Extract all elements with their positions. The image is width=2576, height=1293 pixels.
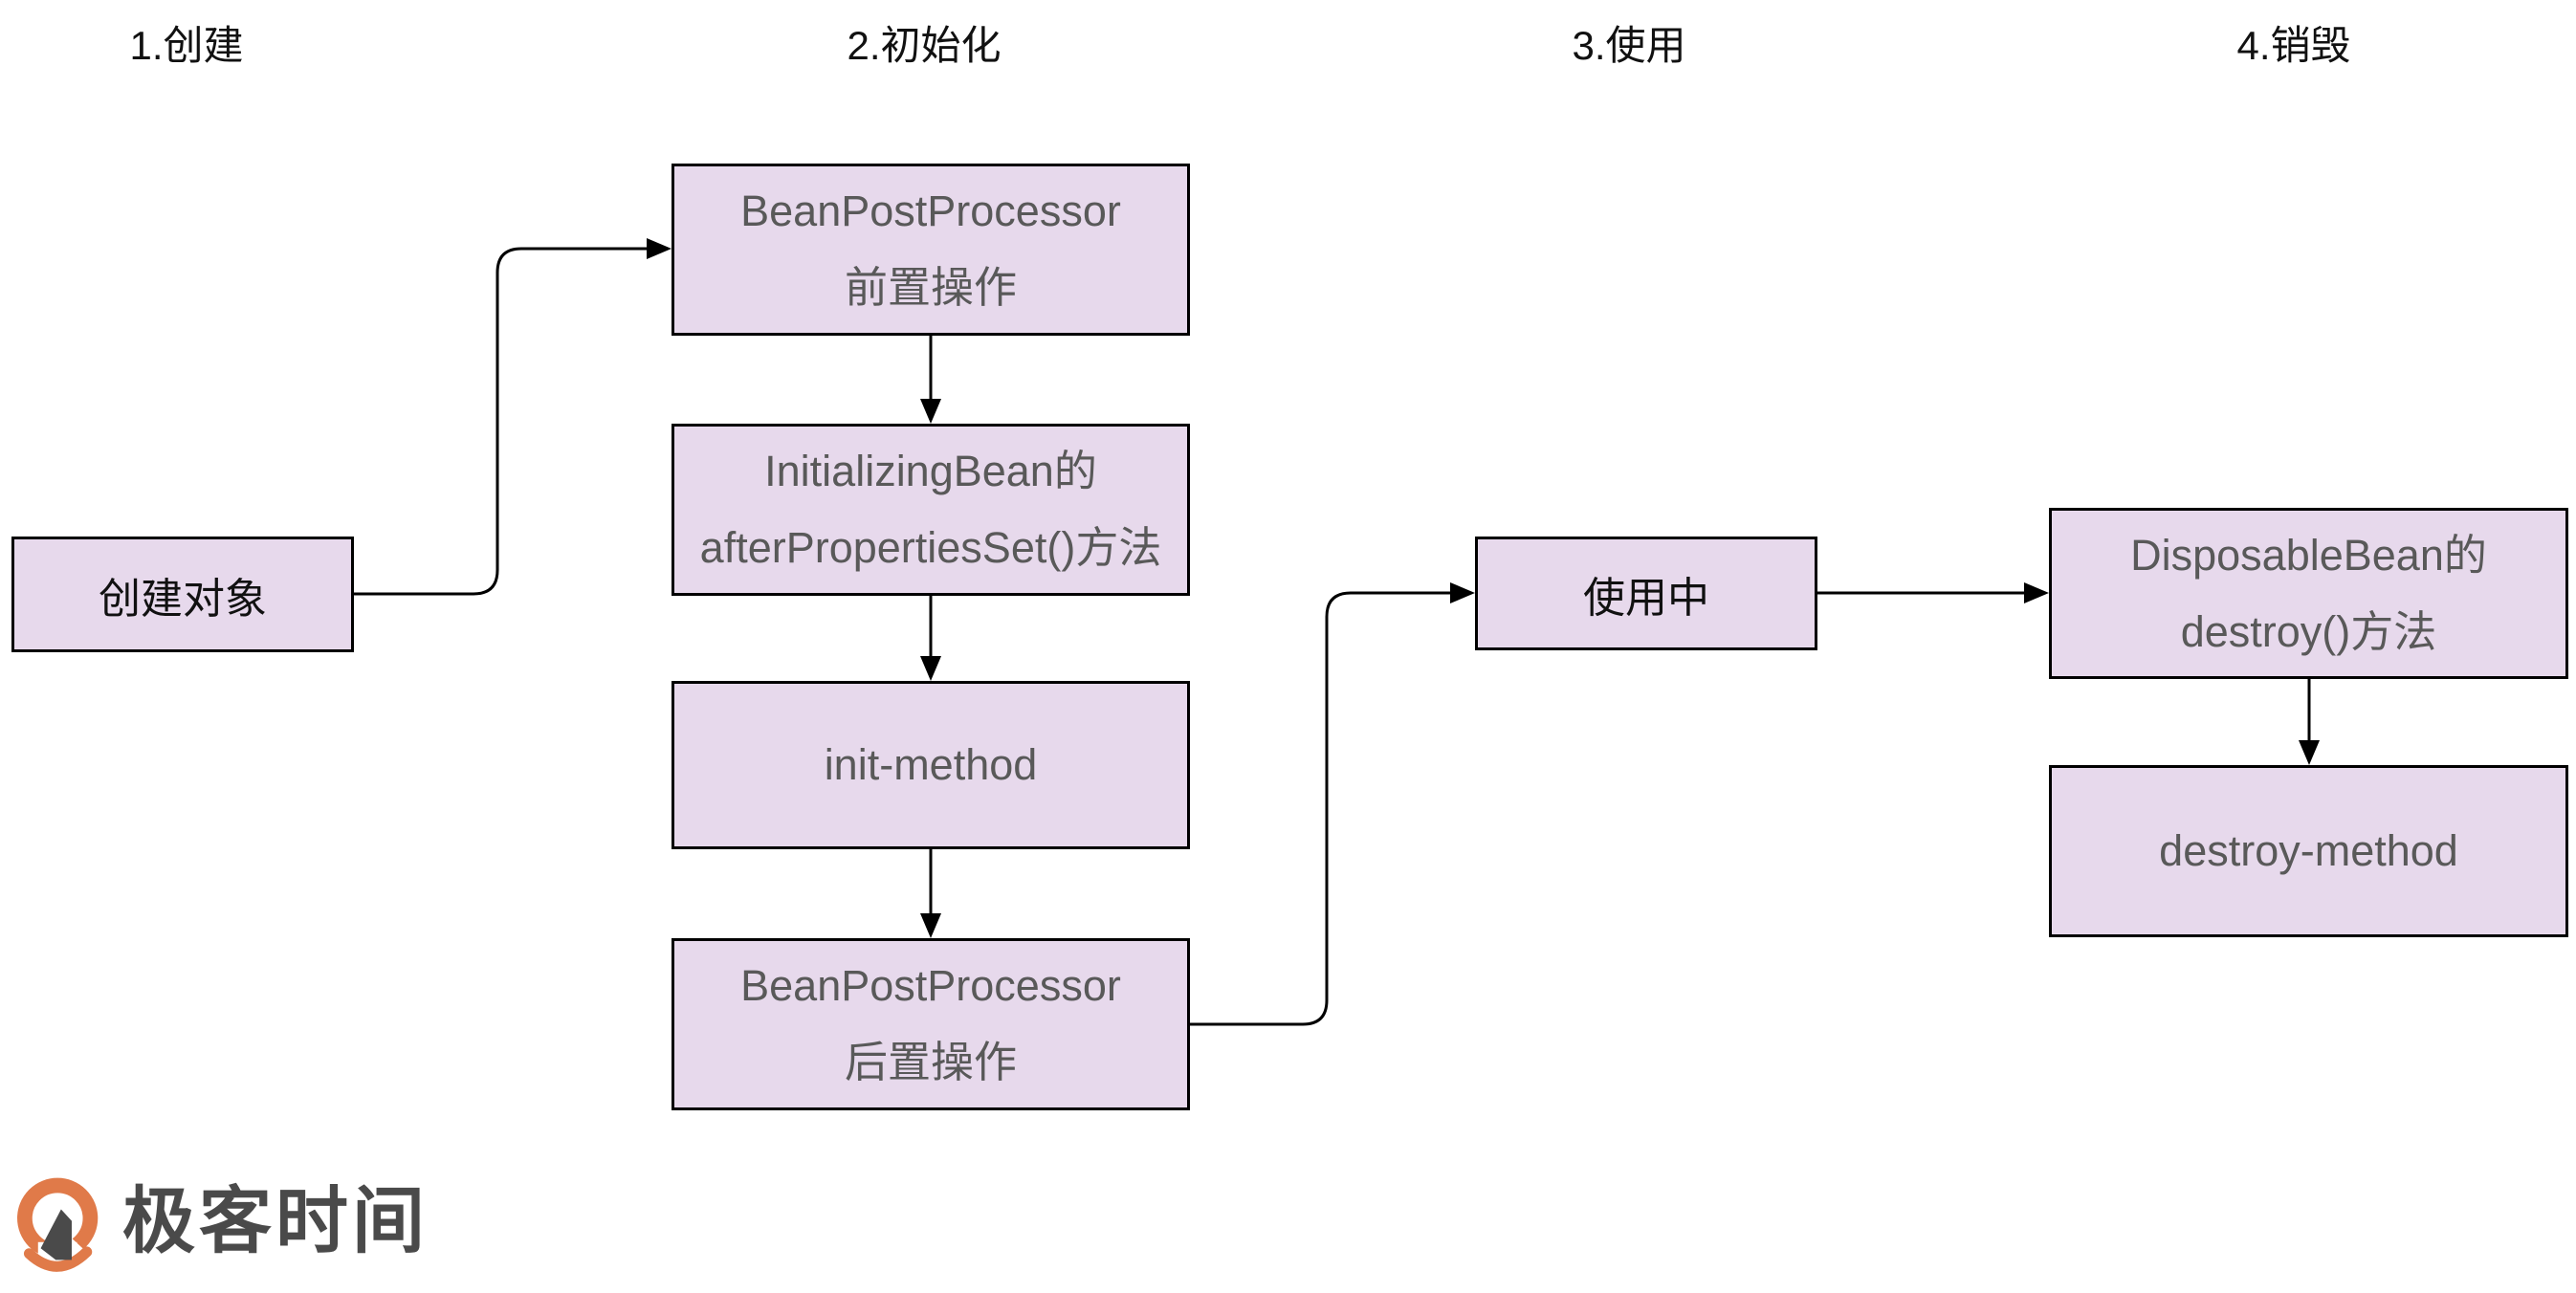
node-disposablebean-line2: destroy()方法: [2180, 606, 2437, 656]
node-initializingbean-line2: afterPropertiesSet()方法: [699, 523, 1162, 572]
arrow-in-use-to-disposablebean: [1817, 582, 2049, 603]
node-beanpostprocessor-after-line2: 后置操作: [844, 1038, 1017, 1086]
arrow-disposablebean-to-destroy-method: [2299, 679, 2320, 765]
node-beanpostprocessor-before-line2: 前置操作: [844, 263, 1017, 312]
node-disposablebean-line1: DisposableBean的: [2130, 530, 2487, 580]
node-create-object: 创建对象: [11, 537, 354, 652]
node-beanpostprocessor-before: BeanPostProcessor 前置操作: [672, 164, 1190, 336]
geektime-logo: 极客时间: [11, 1167, 429, 1277]
phase-label-destroy: 4.销毁: [2236, 23, 2351, 68]
node-disposablebean-destroy: DisposableBean的 destroy()方法: [2049, 508, 2568, 679]
arrow-bpp-after-to-in-use: [1186, 582, 1475, 1026]
node-beanpostprocessor-after: BeanPostProcessor 后置操作: [672, 938, 1190, 1110]
phase-label-create: 1.创建: [129, 23, 244, 68]
arrow-create-to-bpp-before: [354, 238, 672, 596]
node-destroy-method: destroy-method: [2049, 765, 2568, 937]
node-beanpostprocessor-after-line1: BeanPostProcessor: [740, 961, 1121, 1010]
node-in-use-label: 使用中: [1583, 574, 1709, 622]
phase-label-use: 3.使用: [1572, 23, 1686, 68]
node-create-object-label: 创建对象: [99, 575, 267, 623]
node-beanpostprocessor-before-line1: BeanPostProcessor: [740, 186, 1121, 235]
node-initializingbean-afterpropertiesset: InitializingBean的 afterPropertiesSet()方法: [672, 424, 1190, 596]
geektime-logo-text: 极客时间: [122, 1180, 429, 1262]
arrow-init-method-to-bpp-after: [920, 849, 941, 938]
geektime-logo-icon: [17, 1177, 99, 1272]
node-init-method: init-method: [672, 681, 1190, 849]
arrow-initializingbean-to-init-method: [920, 596, 941, 681]
arrow-bpp-before-to-initializingbean: [920, 336, 941, 424]
node-init-method-label: init-method: [824, 740, 1038, 789]
node-destroy-method-label: destroy-method: [2159, 826, 2458, 875]
node-in-use: 使用中: [1475, 537, 1817, 650]
node-initializingbean-line1: InitializingBean的: [764, 447, 1097, 495]
phase-label-initialize: 2.初始化: [847, 23, 1002, 68]
